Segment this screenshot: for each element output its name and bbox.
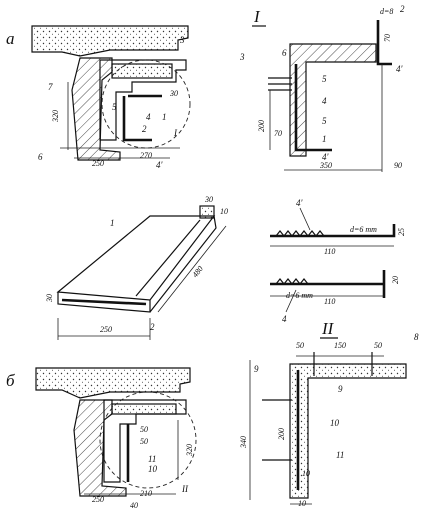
dim-panel-10: 10 [220,207,228,216]
detail-II-title: II [321,319,335,338]
callout-a-2: 2 [142,124,147,134]
sill-element [99,59,187,141]
dim-II-10a: 10 [302,469,310,478]
detail-I-profile [289,43,377,157]
dim-II-150: 150 [334,341,346,350]
callout-I-2: 2 [400,4,405,14]
detail-II-profile [289,363,407,499]
dim-b-320: 320 [185,444,194,457]
panel-b-section: б 11 10 II 50 50 320 250 210 40 [6,367,197,510]
dim-I-200: 200 [257,120,266,132]
bar-4prime-length: 110 [324,247,335,256]
rebar-details: 4' d=6 mm 110 25 d=6 mm 110 20 4 [270,198,406,324]
dim-b-250: 250 [92,495,104,504]
callout-II-10: 10 [330,418,340,428]
detail-I: I 3 6 5 4 5 1 4' 2 4' d=8 70 200 70 350 … [239,4,405,172]
callout-I-3: 3 [239,52,245,62]
dim-I-70a: 70 [383,34,392,42]
callout-a-5: 5 [112,102,117,112]
callout-I-4: 4 [322,96,327,106]
bar-4prime [270,224,396,238]
callout-a-1: 1 [162,112,167,122]
dim-II-200: 200 [277,428,286,440]
callout-a-3: 3 [179,35,185,45]
bar-4-height: 20 [391,276,400,284]
dim-panel-30b: 30 [45,294,54,303]
panel-a-section: а 3 7 1 2 4 5 6 4' I 320 250 270 30 [6,25,191,170]
callout-a-6: 6 [38,152,43,162]
dim-b-50b: 50 [140,437,148,446]
dim-a-250: 250 [92,159,104,168]
dim-I-90: 90 [394,161,402,170]
bar-4prime-diameter: d=6 mm [350,225,377,234]
dim-panel-30a: 30 [204,195,213,204]
callout-II-9b: 9 [338,384,343,394]
callout-a-4prime: 4' [156,160,164,170]
callout-I-5a: 5 [322,74,327,84]
panel-a-letter: а [6,29,15,48]
callout-I-4prime-b: 4' [396,64,404,74]
panel-top-face [56,215,216,301]
callout-b-10: 10 [148,464,158,474]
dim-II-50a: 50 [296,341,304,350]
slab [31,25,189,57]
callout-I-5b: 5 [322,116,327,126]
detail-I-rebar [294,64,332,152]
dim-I-350: 350 [319,161,332,170]
dim-II-50b: 50 [374,341,382,350]
callout-panel-2: 2 [150,322,155,332]
bar-4-length: 110 [324,297,335,306]
bar-4prime-height: 25 [397,228,406,236]
bar-4-label: 4 [282,314,287,324]
sill-element-b [103,399,187,483]
callout-a-I: I [173,128,178,138]
l-profile [122,96,152,142]
panel-isometric: 1 2 30 10 30 480 250 [45,195,228,340]
panel-b-letter: б [6,371,15,390]
callout-II-11: 11 [336,450,344,460]
dim-b-210: 210 [140,489,152,498]
callout-I-4prime-a: 4' [322,152,330,162]
sill-top [111,63,173,79]
callout-b-11: 11 [148,454,156,464]
bar-4-diameter: d=6 mm [286,291,313,300]
detail-I-title: I [253,7,261,26]
dim-I-70b: 70 [274,129,282,138]
dim-II-10b: 10 [298,499,306,508]
callout-a-7: 7 [48,82,53,92]
dim-I-d8: d=8 [380,7,393,16]
callout-b-II: II [181,484,189,494]
dim-a-270: 270 [140,151,152,160]
dim-II-340: 340 [239,436,248,449]
detail-circle-II [99,391,197,489]
callout-II-9a: 9 [254,364,259,374]
detail-II: II 8 9 9 10 11 50 150 50 340 200 10 10 [239,319,419,508]
callout-II-8: 8 [414,332,419,342]
callout-panel-1: 1 [110,218,115,228]
callout-a-4: 4 [146,112,151,122]
dim-panel-480: 480 [190,264,204,279]
bar-4prime-label: 4' [296,198,304,208]
slab-b [35,367,191,399]
callout-I-6: 6 [282,48,287,58]
dim-a-30: 30 [169,89,178,98]
dim-panel-250: 250 [100,325,112,334]
panel-corner-block [199,205,215,219]
dim-b-50a: 50 [140,425,148,434]
dim-b-40: 40 [130,501,138,510]
callout-I-1: 1 [322,134,327,144]
detail-circle-I [101,59,191,149]
dim-a-320: 320 [51,110,60,123]
